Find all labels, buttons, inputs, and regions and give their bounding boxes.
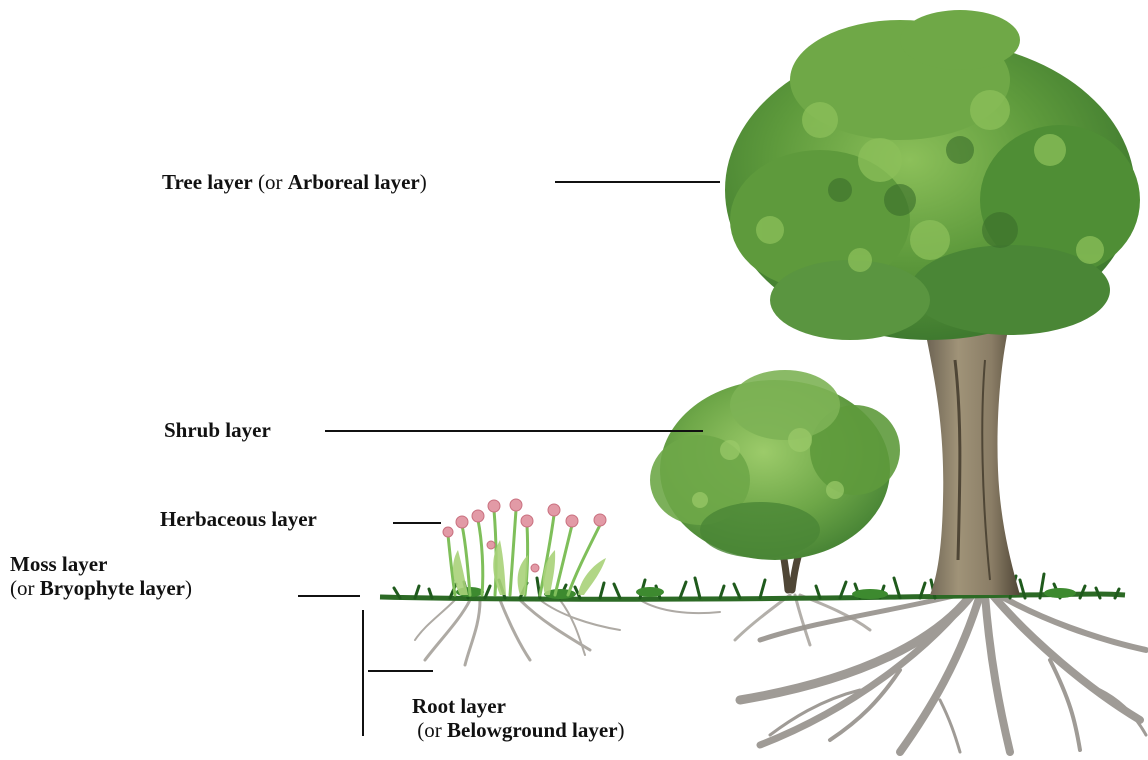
shrub-layer-name: Shrub layer — [164, 418, 271, 442]
shrub — [650, 370, 900, 590]
root-layer-name: Root layer — [412, 694, 506, 718]
moss-layer-close: ) — [185, 576, 192, 600]
tree-layer-alt-name: Arboreal layer — [288, 170, 420, 194]
label-shrub-layer: Shrub layer — [164, 418, 271, 442]
moss-layer-name: Moss layer — [10, 552, 107, 576]
root-layer-close: ) — [618, 718, 625, 742]
leader-line-moss — [298, 595, 360, 597]
herbaceous-plants — [443, 499, 606, 595]
moss-layer-or: (or — [10, 576, 40, 600]
label-herbaceous-layer: Herbaceous layer — [160, 507, 317, 531]
leader-line-tree — [555, 181, 720, 183]
herb-roots — [415, 600, 720, 665]
root-depth-bracket — [362, 610, 364, 736]
moss-layer-alt-name: Bryophyte layer — [40, 576, 185, 600]
label-moss-layer: Moss layer (or Bryophyte layer) — [10, 552, 192, 600]
label-tree-layer: Tree layer (or Arboreal layer) — [162, 170, 427, 194]
tree-layer-or: (or — [253, 170, 288, 194]
tree-layer-close: ) — [420, 170, 427, 194]
leader-line-shrub — [325, 430, 703, 432]
tree-canopy — [725, 10, 1140, 340]
label-root-layer: Root layer (or Belowground layer) — [412, 694, 625, 742]
leader-line-herbaceous — [393, 522, 441, 524]
tree-layer-name: Tree layer — [162, 170, 253, 194]
root-layer-or: (or — [417, 718, 447, 742]
leader-line-root — [368, 670, 433, 672]
herbaceous-layer-name: Herbaceous layer — [160, 507, 317, 531]
root-layer-alt-name: Belowground layer — [447, 718, 618, 742]
